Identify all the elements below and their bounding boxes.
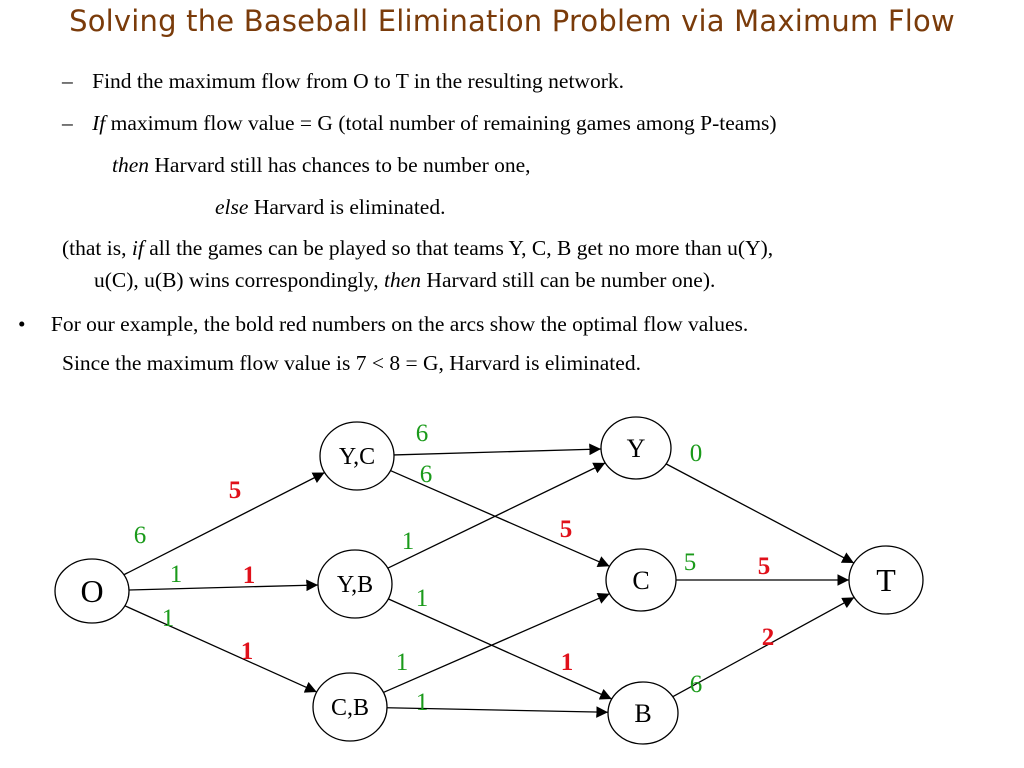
line-6-text-a: u(C), u(B) wins correspondingly, [94, 268, 385, 292]
edge-yc-y [393, 443, 602, 456]
text-line-2: – If maximum flow value = G (total numbe… [62, 110, 777, 136]
then-keyword-2: then [384, 268, 422, 292]
line-5-text-a: (that is, [62, 236, 132, 260]
capacity-label-y-t: 0 [690, 440, 703, 467]
capacity-label-o-yb: 1 [170, 561, 183, 588]
edge-y-t [665, 463, 855, 564]
text-line-5: (that is, if all the games can be played… [62, 235, 773, 261]
node-circle [319, 421, 395, 491]
if-keyword-2: if [131, 236, 144, 260]
flow-label-b-t: 2 [762, 624, 775, 651]
edge-cb-b [386, 706, 609, 718]
capacity-label-cb-c: 1 [396, 649, 409, 676]
node-circle [54, 558, 130, 624]
capacity-label-yc-c: 6 [420, 461, 433, 488]
flow-label-o-yc: 5 [229, 477, 242, 504]
text-line-1: – Find the maximum flow from O to T in t… [62, 68, 624, 94]
node-t: T [848, 545, 924, 615]
flow-label-cb-b: 1 [561, 649, 574, 676]
slide-title: Solving the Baseball Elimination Problem… [69, 4, 955, 38]
node-yb: Y,B [317, 549, 393, 619]
capacity-label-yc-y: 6 [416, 420, 429, 447]
flow-label-yc-c: 5 [560, 516, 573, 543]
edge-o-yb [128, 579, 319, 592]
line-4-text: Harvard is eliminated. [248, 195, 446, 219]
node-circle [848, 545, 924, 615]
node-label: O [80, 573, 103, 609]
text-line-7: • For our example, the bold red numbers … [18, 311, 748, 337]
node-circle [607, 681, 679, 745]
line-5-text-b: all the games can be played so that team… [143, 236, 774, 260]
node-label: Y,B [337, 572, 373, 598]
text-line-3: then Harvard still has chances to be num… [112, 152, 531, 178]
capacity-label-o-cb: 1 [162, 605, 175, 632]
text-line-6: u(C), u(B) wins correspondingly, then Ha… [94, 267, 715, 293]
node-circle [600, 416, 672, 480]
text-line-8: Since the maximum flow value is 7 < 8 = … [62, 350, 641, 376]
line-3-text: Harvard still has chances to be number o… [149, 153, 531, 177]
node-label: Y,C [339, 444, 375, 470]
line-7-text: For our example, the bold red numbers on… [50, 312, 749, 336]
nodes-layer: O Y,C Y,B C,B Y C B T [54, 416, 924, 745]
edge-cb-c [383, 593, 610, 694]
node-label: B [634, 699, 651, 728]
edge-o-yc [123, 471, 325, 576]
node-cb: C,B [312, 672, 388, 742]
line-8-text: Since the maximum flow value is 7 < 8 = … [62, 351, 641, 375]
edges-layer [123, 443, 855, 718]
line-2-text: maximum flow value = G (total number of … [105, 111, 777, 135]
node-label: C,B [331, 695, 369, 721]
capacity-label-b-t: 6 [690, 671, 703, 698]
flow-label-c-t: 5 [758, 553, 771, 580]
edge-yb-y [387, 462, 606, 569]
bullet-marker: • [18, 312, 26, 336]
node-o: O [54, 558, 130, 624]
capacity-label-c-t: 5 [684, 549, 697, 576]
text-line-4: else Harvard is eliminated. [215, 194, 445, 220]
if-keyword: If [92, 111, 106, 135]
line-1-text: Find the maximum flow from O to T in the… [92, 69, 624, 93]
node-label: C [632, 566, 649, 595]
node-label: Y [627, 434, 646, 463]
node-circle [605, 548, 677, 612]
flow-label-o-cb: 1 [241, 638, 254, 665]
else-keyword: else [215, 195, 249, 219]
node-b: B [607, 681, 679, 745]
dash-marker: – [62, 69, 73, 93]
capacity-label-cb-b: 1 [416, 689, 429, 716]
node-yc: Y,C [319, 421, 395, 491]
edge-yc-c [390, 469, 610, 567]
capacity-label-yb-b: 1 [416, 585, 429, 612]
edge-b-t [672, 596, 855, 698]
line-6-text-b: Harvard still can be number one). [421, 268, 716, 292]
node-label: T [876, 562, 896, 598]
node-c: C [605, 548, 677, 612]
node-circle [312, 672, 388, 742]
capacity-label-yb-y: 1 [402, 528, 415, 555]
edge-o-cb [124, 605, 318, 693]
flow-label-o-yb: 1 [243, 562, 256, 589]
dash-marker: – [62, 111, 73, 135]
node-circle [317, 549, 393, 619]
edge-yb-b [387, 598, 613, 700]
then-keyword: then [112, 153, 150, 177]
capacity-label-o-yc: 6 [134, 522, 147, 549]
node-y: Y [600, 416, 672, 480]
